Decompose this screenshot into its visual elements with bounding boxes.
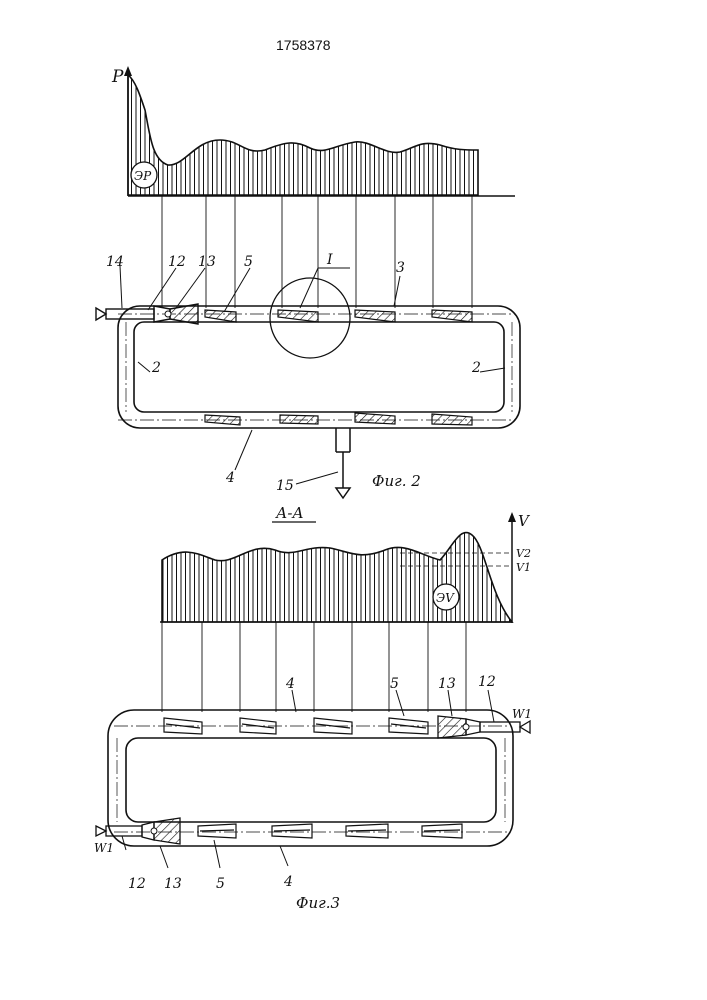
callout-13-top: 13 — [438, 676, 456, 692]
projection-lines-fig2 — [162, 196, 472, 308]
figure-2-caption: Фиг. 2 — [372, 472, 421, 490]
figure-3: ЭV V V2 V1 — [94, 512, 532, 912]
callout-2-right: 2 — [471, 360, 481, 376]
callout-12-top: 12 — [478, 674, 496, 690]
callout-13: 13 — [198, 254, 216, 270]
epure-p-label: ЭР — [134, 169, 152, 183]
callout-15: 15 — [276, 478, 294, 494]
callout-14: 14 — [106, 254, 124, 270]
callout-3: 3 — [396, 260, 405, 276]
swirlers-bottom-fig2 — [205, 413, 472, 425]
velocity-epure: ЭV V V2 V1 — [160, 512, 531, 623]
v2-label: V2 — [516, 547, 531, 560]
patent-number: 1758378 — [276, 37, 331, 53]
callout-12: 12 — [168, 254, 186, 270]
callout-4-bottom: 4 — [283, 874, 293, 890]
callout-4: 4 — [225, 470, 235, 486]
inlet-arrow — [96, 308, 106, 320]
callout-5: 5 — [244, 254, 253, 270]
swirlers-bottom-fig3 — [198, 824, 462, 838]
leaders-fig2 — [120, 266, 505, 484]
label-w1-right: W1 — [512, 707, 532, 721]
callout-5-top: 5 — [390, 676, 399, 692]
pressure-epure: ЭР P — [111, 66, 515, 196]
v1-label: V1 — [516, 561, 531, 574]
label-w1-left: W1 — [94, 841, 114, 855]
epure-v-label: ЭV — [436, 591, 455, 605]
callout-5-bottom: 5 — [216, 876, 225, 892]
callout-12-bottom: 12 — [128, 876, 146, 892]
figure-2: ЭР P — [96, 66, 520, 498]
mixer-13 — [170, 304, 198, 324]
v-axis-label: V — [518, 512, 531, 530]
callout-4-top: 4 — [285, 676, 295, 692]
callout-2-left: 2 — [151, 360, 161, 376]
callout-13-bottom: 13 — [164, 876, 182, 892]
projection-lines-fig3 — [162, 622, 466, 712]
callout-detail-I: I — [326, 252, 333, 268]
outlet-15 — [336, 428, 350, 498]
p-axis-label: P — [111, 67, 124, 87]
section-label-aa: А-А — [275, 504, 304, 522]
figure-3-caption: Фиг.3 — [296, 894, 340, 912]
swirlers-top-fig2 — [205, 310, 472, 322]
ring-pipe-fig2 — [118, 306, 520, 428]
